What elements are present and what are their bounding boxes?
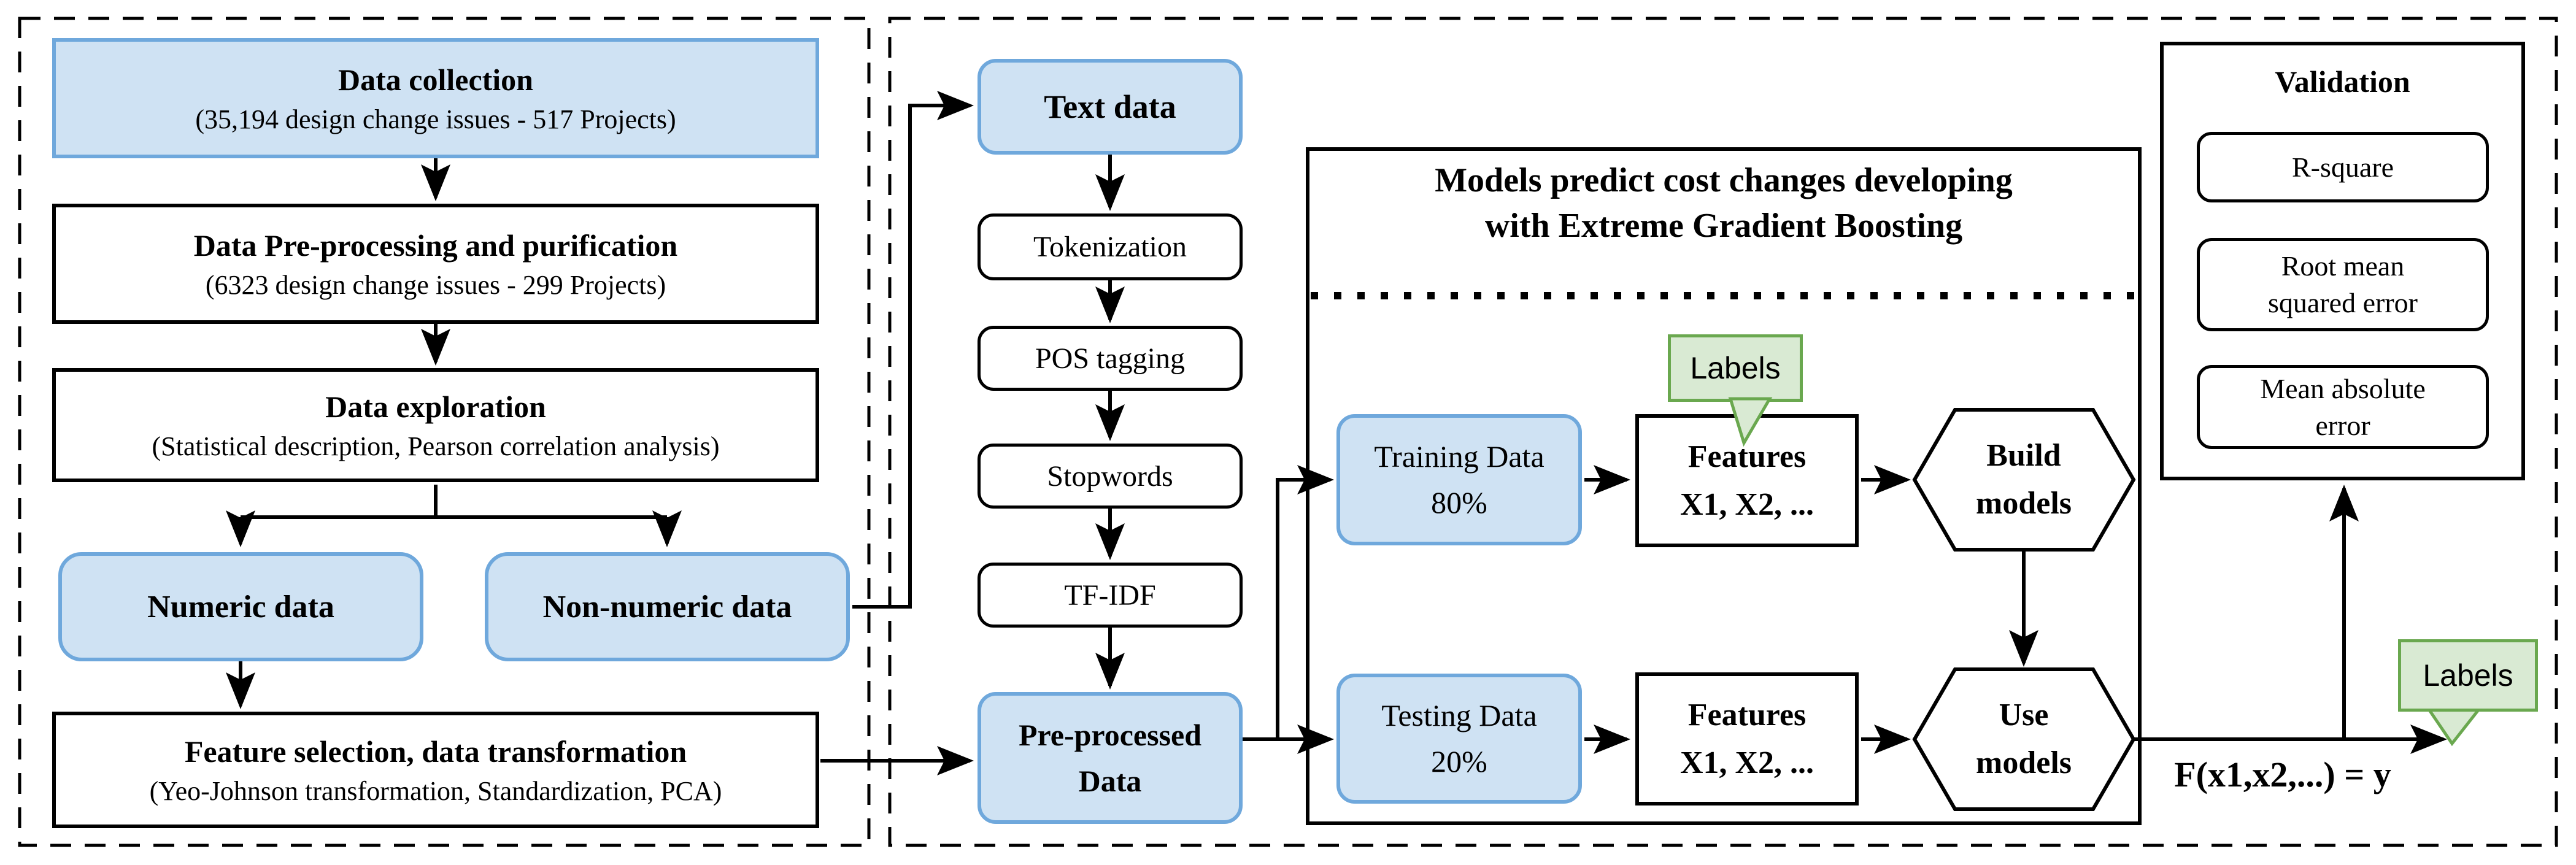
rmse-box: Root mean squared error <box>2197 238 2489 331</box>
build-line1: Build <box>1986 438 2061 473</box>
models-title-line2: with Extreme Gradient Boosting <box>1484 207 1963 245</box>
non-numeric-data-label: Non-numeric data <box>542 589 792 625</box>
text-data-label: Text data <box>1044 88 1176 125</box>
labels-training-callout: Labels <box>1668 334 1803 402</box>
feature-selection-box: Feature selection, data transformation (… <box>52 712 819 828</box>
labels-output-text: Labels <box>2423 658 2513 693</box>
data-collection-title: Data collection <box>338 62 533 97</box>
use-models-label: Use models <box>1919 686 2128 793</box>
preprocessing-subtitle: (6323 design change issues - 299 Project… <box>205 269 666 300</box>
exploration-subtitle: (Statistical description, Pearson correl… <box>152 431 720 461</box>
r-square-label: R-square <box>2291 151 2394 183</box>
exploration-box: Data exploration (Statistical descriptio… <box>52 368 819 482</box>
features-testing-box: Features X1, X2, ... <box>1635 672 1859 805</box>
text-data-box: Text data <box>978 59 1243 155</box>
validation-title: Validation <box>2275 64 2410 99</box>
tokenization-box: Tokenization <box>978 213 1243 280</box>
feature-selection-title: Feature selection, data transformation <box>184 734 687 769</box>
use-line1: Use <box>1999 698 2049 732</box>
use-line2: models <box>1976 745 2072 780</box>
tfidf-label: TF-IDF <box>1064 579 1156 612</box>
features-testing-line2: X1, X2, ... <box>1679 745 1814 780</box>
data-collection-box: Data collection (35,194 design change is… <box>52 38 819 158</box>
features-testing-line1: Features <box>1687 697 1807 732</box>
preprocessed-data-box: Pre-processed Data <box>978 692 1243 824</box>
data-collection-subtitle: (35,194 design change issues - 517 Proje… <box>195 104 676 134</box>
tfidf-box: TF-IDF <box>978 563 1243 628</box>
training-line2: 80% <box>1431 485 1487 520</box>
rmse-line2: squared error <box>2268 287 2418 318</box>
training-data-box: Training Data 80% <box>1336 414 1582 545</box>
labels-output-callout-tail <box>2426 707 2483 747</box>
preprocessed-line1: Pre-processed <box>1018 717 1202 752</box>
mae-box: Mean absolute error <box>2197 365 2489 449</box>
features-training-line1: Features <box>1687 439 1807 474</box>
build-models-label: Build models <box>1919 426 2128 533</box>
testing-data-box: Testing Data 20% <box>1336 674 1582 804</box>
non-numeric-data-box: Non-numeric data <box>485 552 850 661</box>
testing-line2: 20% <box>1431 744 1487 779</box>
pos-tagging-label: POS tagging <box>1035 342 1186 375</box>
rmse-line1: Root mean <box>2281 250 2405 282</box>
labels-training-text: Labels <box>1690 351 1781 385</box>
tokenization-label: Tokenization <box>1033 231 1187 263</box>
r-square-box: R-square <box>2197 132 2489 202</box>
training-line1: Training Data <box>1374 439 1544 474</box>
numeric-data-label: Numeric data <box>147 589 334 625</box>
build-line2: models <box>1976 486 2072 521</box>
numeric-data-box: Numeric data <box>58 552 423 661</box>
mae-line2: error <box>2315 409 2370 441</box>
features-training-line2: X1, X2, ... <box>1679 486 1814 522</box>
feature-selection-subtitle: (Yeo-Johnson transformation, Standardiza… <box>149 775 722 806</box>
features-training-box: Features X1, X2, ... <box>1635 414 1859 547</box>
testing-line1: Testing Data <box>1381 698 1537 732</box>
preprocessed-line2: Data <box>1078 763 1142 798</box>
models-title-line1: Models predict cost changes developing <box>1435 161 2013 199</box>
connector-non-numeric-to-text-data <box>852 91 974 609</box>
exploration-title: Data exploration <box>325 389 546 424</box>
labels-output-callout: Labels <box>2398 639 2538 712</box>
pos-tagging-box: POS tagging <box>978 326 1243 391</box>
preprocessing-title: Data Pre-processing and purification <box>193 228 678 263</box>
output-formula: F(x1,x2,...) = y <box>2174 754 2391 794</box>
stopwords-box: Stopwords <box>978 444 1243 509</box>
stopwords-label: Stopwords <box>1047 459 1173 493</box>
preprocessing-box: Data Pre-processing and purification (63… <box>52 204 819 324</box>
mae-line1: Mean absolute <box>2260 372 2426 404</box>
